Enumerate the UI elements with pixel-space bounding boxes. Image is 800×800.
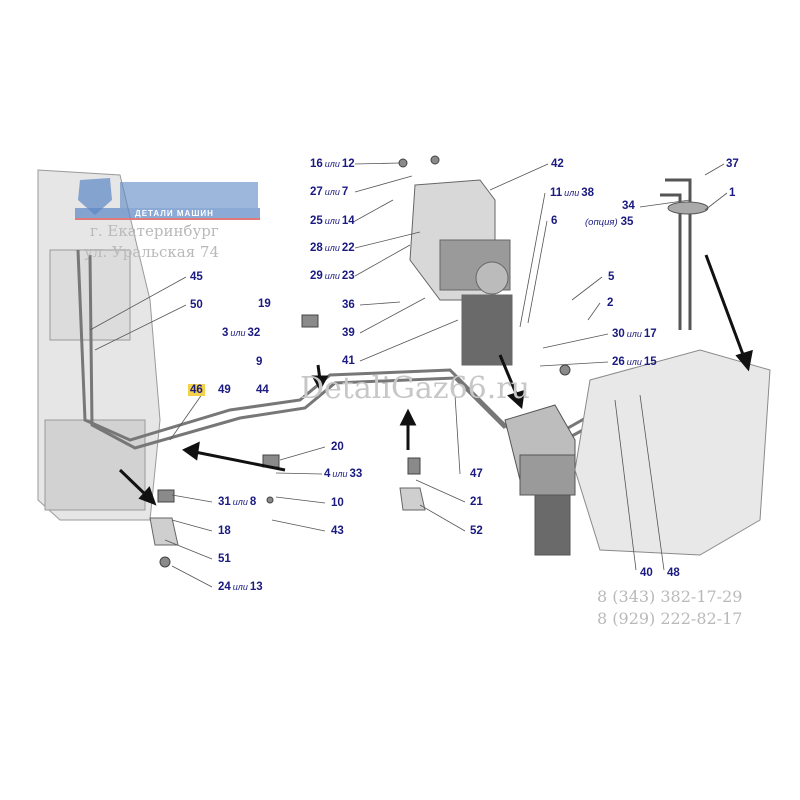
part-label[interactable]: 51 [218, 553, 231, 565]
part-label[interactable]: 2 [607, 297, 614, 309]
brackets-small [149, 487, 426, 546]
gaz-logo [75, 178, 260, 220]
part-label[interactable]: 47 [470, 468, 483, 480]
part-label[interactable]: 49 [218, 384, 231, 396]
part-label[interactable]: 41 [342, 355, 355, 367]
watermark-city: г. Екатеринбург [90, 222, 219, 240]
part-label[interactable]: 6 [551, 215, 558, 227]
part-label[interactable]: 43 [331, 525, 344, 537]
part-label[interactable]: 48 [667, 567, 680, 579]
direction-arrows [118, 254, 753, 506]
part-label[interactable]: 10 [331, 497, 344, 509]
part-label[interactable]: 19 [258, 298, 271, 310]
part-label[interactable]: 40 [640, 567, 653, 579]
filter-bracket [409, 179, 513, 366]
part-label[interactable]: 1 [729, 187, 736, 199]
watermark-phone-2: 8 (929) 222-82-17 [597, 609, 743, 628]
watermark-address: ул. Уральская 74 [84, 243, 220, 261]
part-label[interactable]: 39 [342, 327, 355, 339]
part-label[interactable]: 5 [608, 271, 615, 283]
fuel-tank [574, 349, 771, 556]
part-label[interactable]: 36 [342, 299, 355, 311]
part-label-highlighted[interactable]: 46 [188, 384, 205, 396]
part-label[interactable]: 52 [470, 525, 483, 537]
part-label[interactable]: 37 [726, 158, 739, 170]
part-label[interactable]: 21 [470, 496, 483, 508]
part-label[interactable]: 18 [218, 525, 231, 537]
watermark-site: DetaliGaz66.ru [300, 371, 530, 406]
part-label[interactable]: 44 [256, 384, 269, 396]
small-parts [157, 155, 571, 568]
part-label[interactable]: (опция)35 [585, 216, 634, 228]
part-label[interactable]: 34 [622, 200, 635, 212]
part-label[interactable]: 9 [256, 356, 263, 368]
watermark-phone-1: 8 (343) 382-17-29 [597, 587, 743, 606]
part-label[interactable]: 45 [190, 271, 203, 283]
part-label[interactable]: 42 [551, 158, 564, 170]
second-filter [504, 404, 576, 556]
logo-subtitle: ДЕТАЛИ МАШИН [135, 209, 214, 218]
part-label[interactable]: 20 [331, 441, 344, 453]
fuel-sender [660, 178, 692, 330]
leader-lines [89, 162, 728, 588]
part-label[interactable]: 50 [190, 299, 203, 311]
